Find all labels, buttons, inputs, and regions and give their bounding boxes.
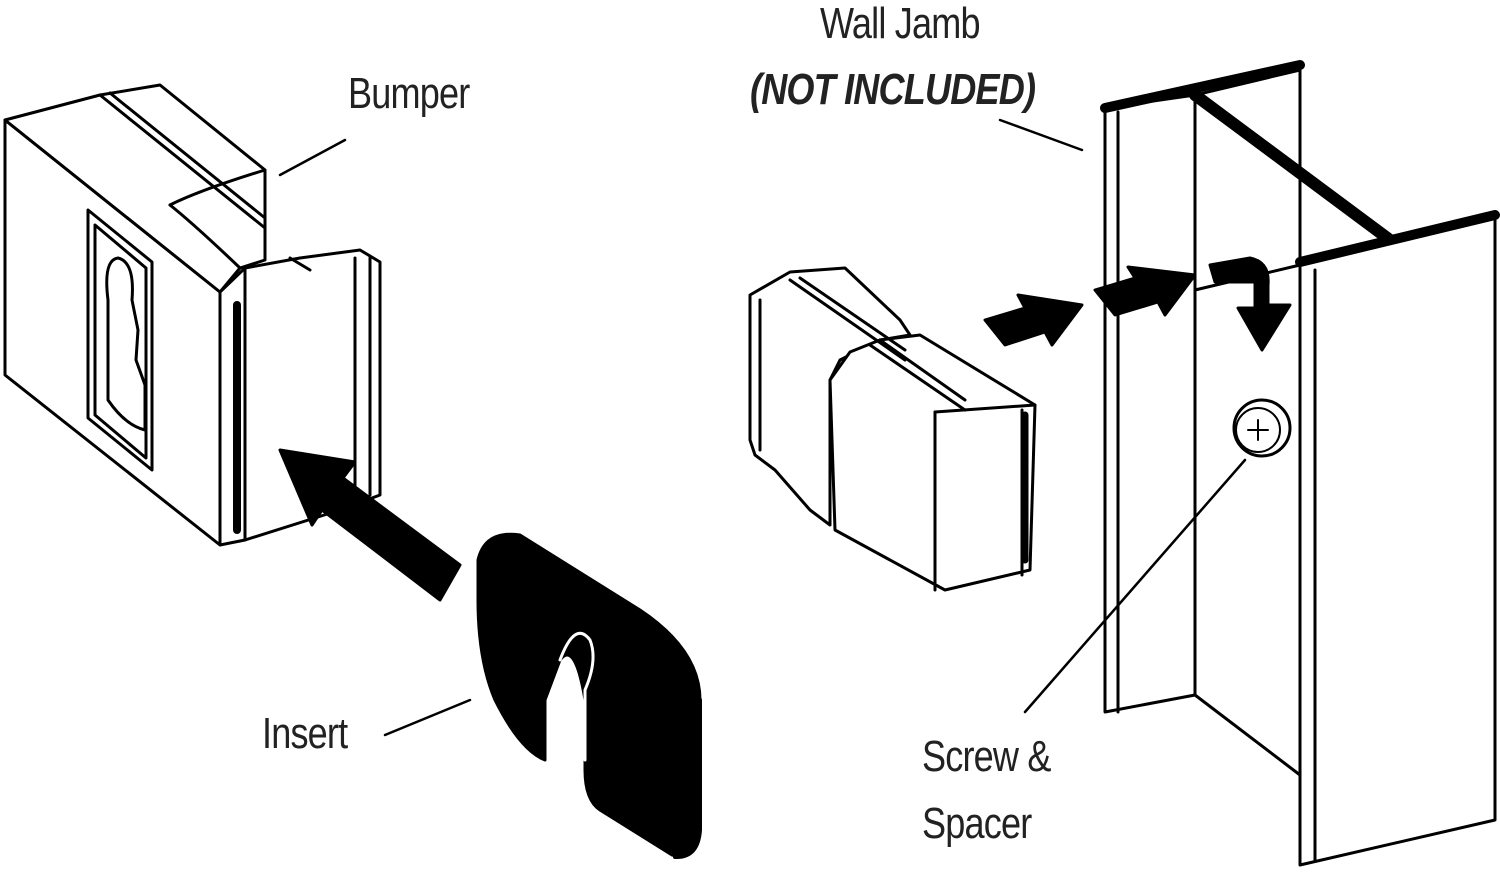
insert-plate [476, 532, 702, 860]
screw-icon [1232, 398, 1292, 458]
screw-label-line2: Spacer [922, 799, 1032, 848]
screw-label-line1: Screw & [922, 732, 1051, 781]
bumper-leader-line [278, 138, 347, 177]
wall-jamb-label: Wall Jamb [820, 0, 981, 48]
screw-leader-line [1023, 458, 1247, 714]
bumper-label: Bumper [348, 69, 470, 118]
insert-label: Insert [262, 709, 348, 758]
direction-arrows-icon [983, 256, 1292, 352]
insert-leader-line [383, 698, 472, 737]
insert-arrow-icon [278, 448, 462, 602]
not-included-label: (NOT INCLUDED) [750, 65, 1036, 114]
bumper-small [748, 266, 1037, 592]
wall-jamb [998, 60, 1500, 867]
bumper-body [3, 83, 382, 547]
